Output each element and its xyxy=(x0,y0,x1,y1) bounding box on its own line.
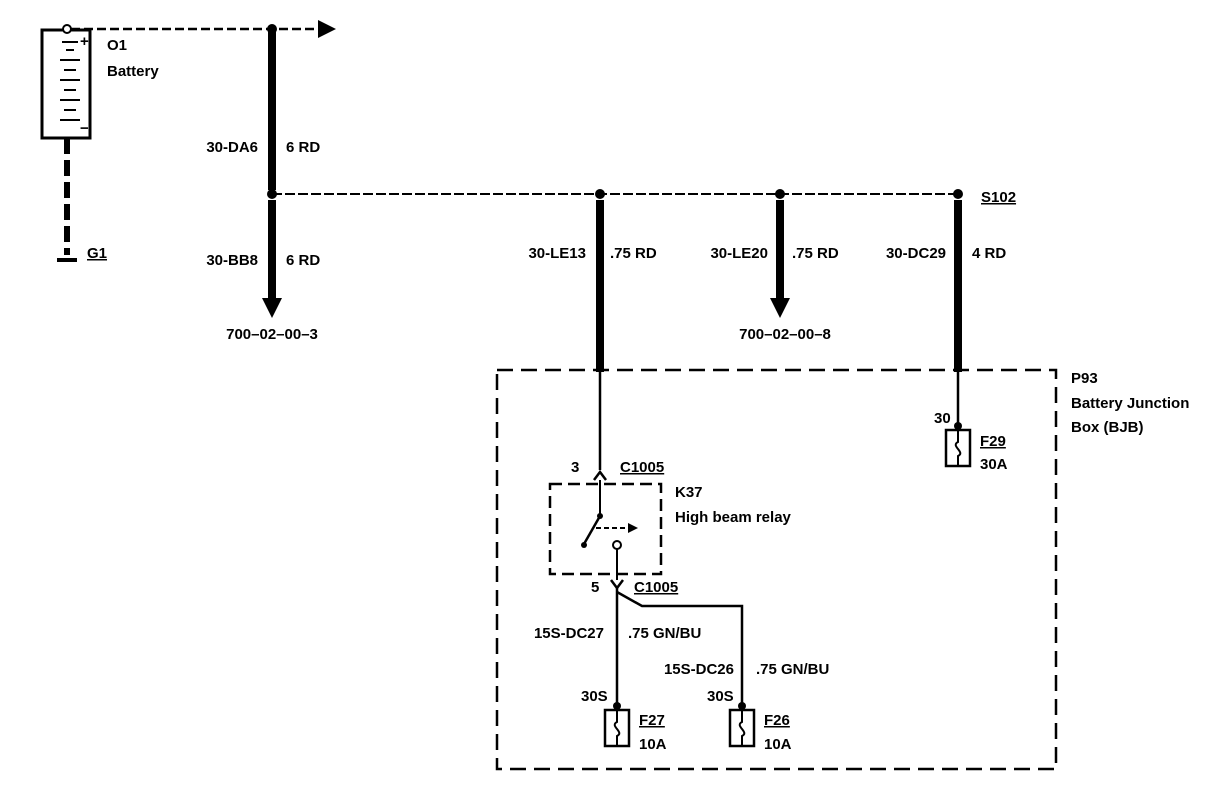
fuse-f26-id: F26 xyxy=(764,712,790,729)
bb8-ref: 700–02–00–3 xyxy=(226,326,318,343)
dc27-circuit: 15S-DC27 xyxy=(534,625,604,642)
dc26-wire xyxy=(616,590,744,704)
fuse-f26-pin: 30S xyxy=(707,688,734,705)
fuse-f29-symbol xyxy=(944,422,972,468)
bjb-id: P93 xyxy=(1071,370,1098,387)
dc29-circuit: 30-DC29 xyxy=(886,245,946,262)
le13-gauge: .75 RD xyxy=(610,245,657,262)
le13-circuit: 30-LE13 xyxy=(528,245,586,262)
battery-id: O1 xyxy=(107,37,127,54)
fuse-f26-rating: 10A xyxy=(764,736,792,753)
dc29-gauge: 4 RD xyxy=(972,245,1006,262)
fuse-f29-rating: 30A xyxy=(980,456,1008,473)
bjb-name-line2: Box (BJB) xyxy=(1071,419,1144,436)
le20-gauge: .75 RD xyxy=(792,245,839,262)
fuse-f27-pin: 30S xyxy=(581,688,608,705)
fuse-f29-id: F29 xyxy=(980,433,1006,450)
relay-k37-symbol xyxy=(548,469,663,591)
da6-trunk-wire xyxy=(267,24,277,199)
fuse-f27-rating: 10A xyxy=(639,736,667,753)
battery-plus: + xyxy=(80,33,89,50)
fuse-f27-id: F27 xyxy=(639,712,665,729)
splice-id: S102 xyxy=(981,189,1016,206)
bjb-outline xyxy=(495,368,1058,771)
fuse-f27-symbol xyxy=(603,702,631,748)
bb8-wire xyxy=(262,200,282,318)
relay-connector-in: C1005 xyxy=(620,459,664,476)
relay-pin-in: 3 xyxy=(571,459,579,476)
le20-ref: 700–02–00–8 xyxy=(739,326,831,343)
ground-id: G1 xyxy=(87,245,107,262)
relay-connector-out: C1005 xyxy=(634,579,678,596)
relay-pin-out: 5 xyxy=(591,579,599,596)
da6-circuit: 30-DA6 xyxy=(206,139,258,156)
relay-name: High beam relay xyxy=(675,509,792,526)
s102-bus xyxy=(272,189,963,199)
relay-id: K37 xyxy=(675,484,703,501)
le20-circuit: 30-LE20 xyxy=(710,245,768,262)
battery-symbol xyxy=(40,28,92,262)
bb8-circuit: 30-BB8 xyxy=(206,252,258,269)
fuse-f29-pin: 30 xyxy=(934,410,951,427)
battery-feed-wire xyxy=(62,20,336,38)
fuse-f26-symbol xyxy=(728,702,756,748)
bjb-name-line1: Battery Junction xyxy=(1071,395,1189,412)
bb8-gauge: 6 RD xyxy=(286,252,320,269)
dc26-circuit: 15S-DC26 xyxy=(664,661,734,678)
dc26-gauge: .75 GN/BU xyxy=(756,661,829,678)
dc27-gauge: .75 GN/BU xyxy=(628,625,701,642)
le20-wire xyxy=(770,200,790,318)
battery-minus: − xyxy=(80,120,89,137)
battery-name: Battery xyxy=(107,63,159,80)
da6-gauge: 6 RD xyxy=(286,139,320,156)
